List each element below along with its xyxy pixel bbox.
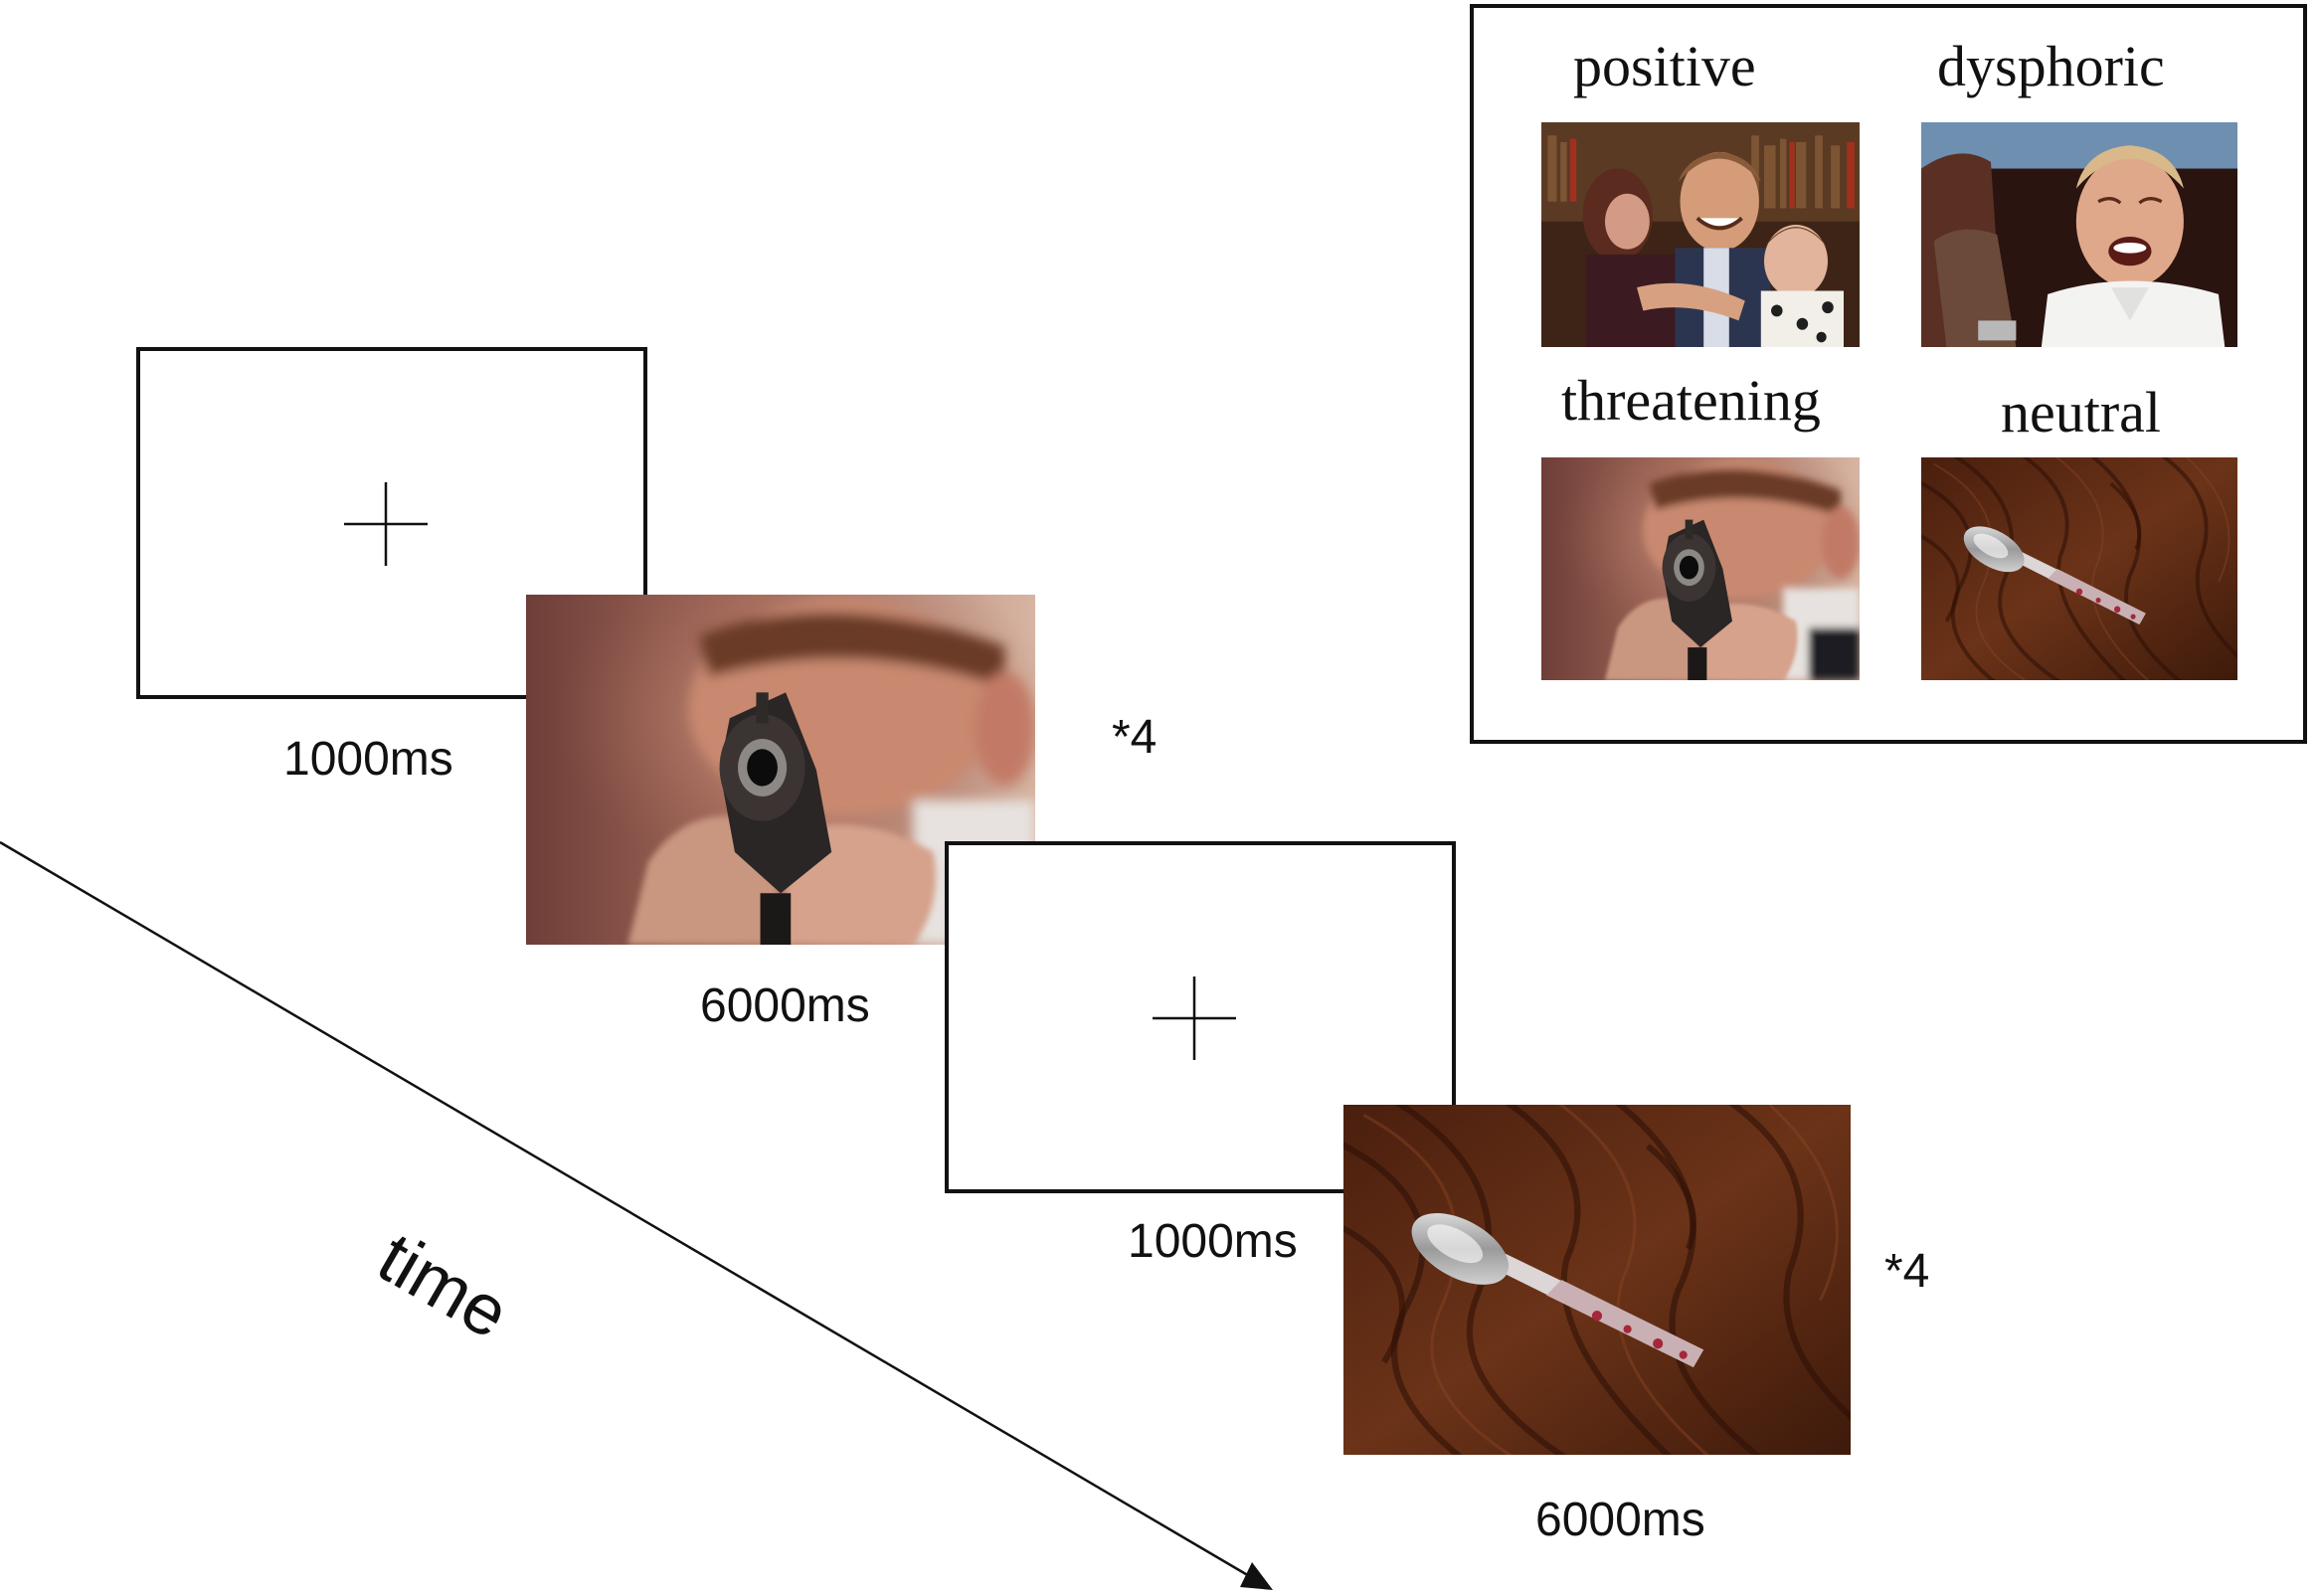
fixation-duration-2: 1000ms: [1128, 1215, 1298, 1268]
fixation-duration-1: 1000ms: [283, 733, 453, 786]
repeat-count-1: *4: [1112, 711, 1158, 764]
crying-boy-picture: [1921, 122, 2237, 347]
fixation-cross-icon: [1153, 976, 1236, 1060]
family-laughing-picture: [1541, 122, 1860, 347]
picture-duration-2: 6000ms: [1535, 1494, 1705, 1546]
fixation-cross-icon: [344, 482, 428, 566]
category-label-neutral: neutral: [2001, 380, 2162, 444]
category-label-positive: positive: [1573, 34, 1756, 98]
repeat-count-2: *4: [1884, 1245, 1930, 1298]
category-label-threatening: threatening: [1561, 368, 1821, 433]
boy-aiming-gun-picture: [1541, 457, 1860, 680]
category-label-dysphoric: dysphoric: [1937, 34, 2165, 98]
picture-duration-1: 6000ms: [700, 979, 870, 1032]
spoon-on-wood-picture: [1921, 457, 2237, 680]
category-legend-box: positive dysphoric threatening neutral: [1470, 4, 2307, 744]
spoon-on-wood-picture: [1343, 1105, 1851, 1455]
